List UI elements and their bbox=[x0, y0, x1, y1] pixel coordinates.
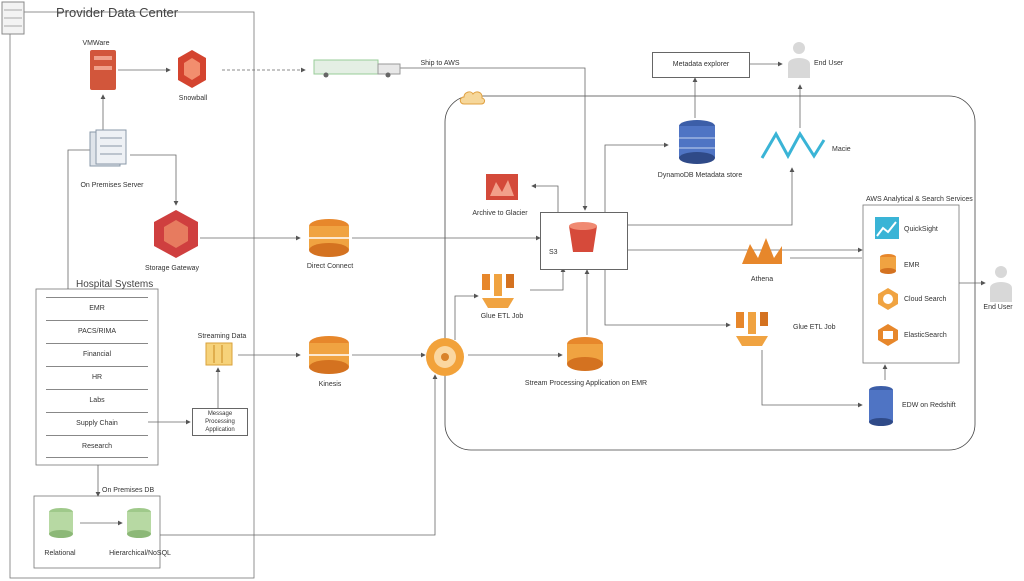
on-premises-db-label: On Premises DB bbox=[102, 487, 155, 494]
end-user-icon bbox=[990, 266, 1012, 302]
s3-bucket-icon bbox=[569, 222, 597, 252]
emr-icon bbox=[567, 337, 603, 371]
hospital-systems-title: Hospital Systems bbox=[76, 279, 154, 290]
storage-gateway-icon bbox=[154, 210, 198, 258]
metadata-explorer-box: Metadata explorer bbox=[652, 52, 750, 78]
glue-etl-2-label: Glue ETL Job bbox=[793, 324, 836, 331]
ingest-hub-icon bbox=[426, 338, 464, 376]
stream-processing-label: Stream Processing Application on EMR bbox=[524, 380, 648, 387]
hierarchical-label: Hierarchical/NoSQL bbox=[109, 550, 171, 557]
metadata-explorer-label: Metadata explorer bbox=[672, 61, 730, 68]
athena-label: Athena bbox=[750, 276, 774, 283]
vmware-label: VMWare bbox=[82, 40, 110, 47]
truck-icon bbox=[313, 59, 401, 78]
hospital-system-row: PACS/RIMA bbox=[46, 320, 148, 342]
archive-glacier-label: Archive to Glacier bbox=[472, 210, 528, 217]
streaming-data-icon bbox=[205, 342, 233, 366]
analytics-item: EMR bbox=[904, 262, 920, 269]
hospital-system-row: Research bbox=[46, 435, 148, 458]
analytics-item: Cloud Search bbox=[904, 296, 947, 303]
quicksight-icon bbox=[875, 217, 899, 239]
relational-db-icon bbox=[49, 508, 73, 538]
storage-gateway-label: Storage Gateway bbox=[144, 265, 200, 272]
on-premises-server-icon bbox=[89, 129, 127, 167]
s3-label: S3 bbox=[549, 249, 558, 256]
streaming-data-label: Streaming Data bbox=[197, 333, 247, 340]
macie-label: Macie bbox=[832, 146, 851, 153]
relational-label: Relational bbox=[44, 550, 76, 557]
aws-cloud-icon bbox=[459, 91, 485, 105]
nosql-db-icon bbox=[127, 508, 151, 538]
provider-dc-title: Provider Data Center bbox=[56, 5, 179, 20]
vmware-server-icon bbox=[90, 50, 116, 90]
hospital-system-row: HR bbox=[46, 366, 148, 388]
analytics-title: AWS Analytical & Search Services bbox=[866, 196, 973, 203]
on-premises-server-label: On Premises Server bbox=[80, 182, 144, 189]
end-user-right-label: End User bbox=[983, 304, 1013, 311]
macie-icon bbox=[760, 130, 826, 160]
message-processing-box: Message Processing Application bbox=[192, 408, 248, 436]
cloud-search-icon bbox=[878, 288, 898, 310]
glue-etl-icon bbox=[482, 274, 514, 308]
elasticsearch-icon bbox=[878, 324, 898, 346]
direct-connect-label: Direct Connect bbox=[306, 263, 354, 270]
glue-etl-1-label: Glue ETL Job bbox=[480, 313, 524, 320]
direct-connect-icon bbox=[309, 219, 349, 257]
dynamodb-icon bbox=[679, 120, 715, 164]
emr-small-icon bbox=[880, 254, 896, 274]
athena-icon bbox=[742, 238, 782, 264]
server-rack-icon bbox=[1, 1, 25, 35]
kinesis-icon bbox=[309, 336, 349, 374]
analytics-item: QuickSight bbox=[904, 226, 938, 233]
dynamodb-label: DynamoDB Metadata store bbox=[657, 172, 743, 179]
hospital-system-row: Labs bbox=[46, 389, 148, 411]
end-user-icon bbox=[788, 42, 810, 78]
kinesis-label: Kinesis bbox=[318, 381, 342, 388]
redshift-label: EDW on Redshift bbox=[902, 402, 956, 409]
hospital-system-row: EMR bbox=[46, 297, 148, 319]
message-processing-label: Message Processing Application bbox=[205, 411, 235, 433]
snowball-label: Snowball bbox=[178, 95, 208, 102]
glue-etl-icon bbox=[736, 312, 768, 346]
ship-to-aws-label: Ship to AWS bbox=[420, 60, 460, 67]
redshift-icon bbox=[869, 386, 893, 426]
end-user-top-label: End User bbox=[814, 60, 844, 67]
hospital-system-row: Supply Chain bbox=[46, 412, 148, 434]
hospital-system-row: Financial bbox=[46, 343, 148, 365]
analytics-item: ElasticSearch bbox=[904, 332, 947, 339]
snowball-icon bbox=[178, 50, 206, 88]
glacier-icon bbox=[486, 174, 518, 200]
